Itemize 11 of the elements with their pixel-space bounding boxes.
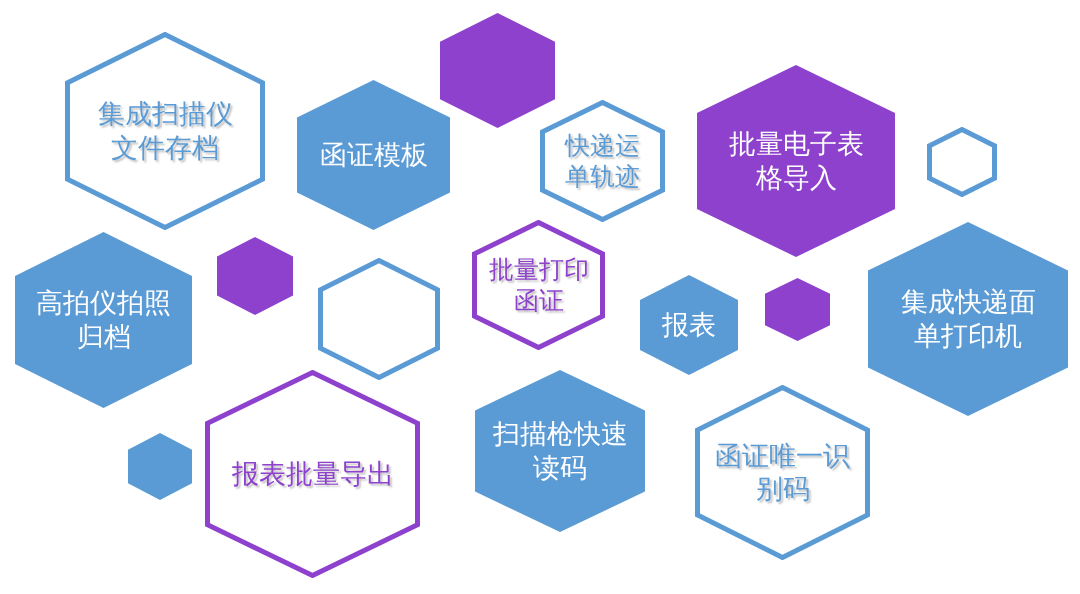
feature-label: 集成快递面单打印机: [899, 285, 1037, 353]
feature-label: 高拍仪拍照归档: [35, 286, 172, 354]
feature-label: 批量电子表格导入: [727, 127, 865, 195]
feature-label: 批量打印函证: [487, 253, 590, 316]
feature-label: 报表: [661, 308, 717, 342]
feature-label: 报表批量导出: [230, 457, 395, 491]
feature-label: 扫描枪快速读码: [491, 417, 629, 485]
feature-label: 集成扫描仪文件存档: [96, 97, 234, 165]
feature-label: 函证唯一识别码: [714, 438, 851, 506]
feature-label: 快递运单轨迹: [563, 129, 641, 192]
feature-label: 函证模板: [318, 138, 429, 172]
